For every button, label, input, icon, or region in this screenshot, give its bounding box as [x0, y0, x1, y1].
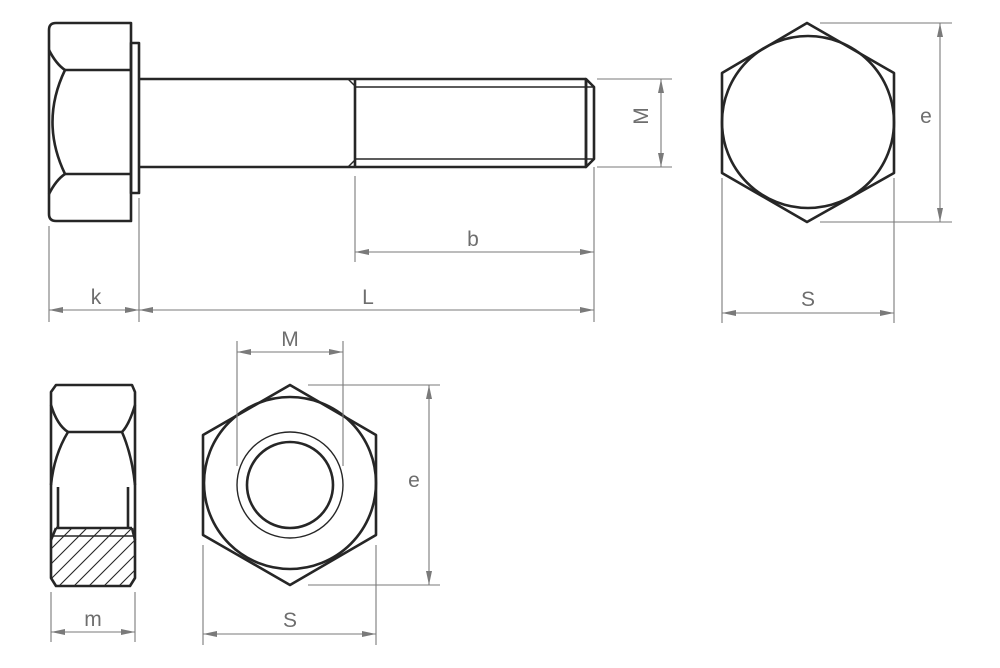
arrowhead	[237, 349, 251, 355]
thread-minor-lines	[355, 86, 594, 160]
arrowhead	[139, 307, 153, 313]
bolt-head-outline	[47, 21, 133, 223]
arrowhead	[125, 307, 139, 313]
nut-center-arc-right	[120, 431, 137, 486]
label-M-nut: M	[281, 328, 299, 351]
nut-section-chamfer	[49, 527, 137, 541]
extension-line	[50, 592, 136, 642]
label-e-bolt: e	[920, 105, 932, 128]
bolt-shank	[139, 77, 355, 169]
arrowhead	[880, 310, 894, 316]
thread-major-lines	[355, 77, 586, 169]
nut-chamfer-arc-left	[49, 404, 69, 434]
nut-chamfer-circle	[202, 395, 378, 571]
nut-bore-circle	[245, 440, 335, 530]
arrowhead	[722, 310, 736, 316]
nut-center-arc-left	[49, 431, 70, 486]
nut-section-hatch	[51, 528, 135, 586]
arrowhead	[658, 79, 664, 93]
bolt-washer-face	[129, 41, 141, 195]
label-M-bolt: M	[630, 107, 653, 125]
label-S-nut: S	[283, 609, 297, 632]
label-e-nut: e	[408, 469, 420, 492]
arrowhead	[355, 249, 369, 255]
bolt-head-chamfer-arc-bottom	[47, 172, 66, 195]
arrowhead	[580, 307, 594, 313]
arrowhead	[580, 249, 594, 255]
bolt-side-view	[47, 21, 596, 223]
bolt-head-dimensions: e S	[721, 22, 952, 323]
arrowhead	[203, 631, 217, 637]
bolt-head-chamfer-arc-top	[47, 49, 66, 72]
extension-line	[721, 22, 952, 323]
arrowhead	[937, 23, 943, 37]
thread-start-tick-top	[347, 78, 356, 87]
bolt-head-center-arc	[51, 69, 67, 175]
arrowhead	[121, 629, 135, 635]
label-b: b	[467, 228, 479, 251]
nut-side-view	[49, 383, 137, 588]
arrowhead	[658, 153, 664, 167]
bolt-head-top-view	[720, 21, 896, 224]
bolt-dimensions: k L b M	[48, 78, 672, 322]
nut-chamfer-arc-right	[121, 404, 137, 433]
nut-side-dimensions: m	[50, 592, 136, 642]
extension-line	[597, 78, 672, 168]
arrowhead	[426, 385, 432, 399]
arrowhead	[426, 571, 432, 585]
arrowhead	[937, 208, 943, 222]
nut-top-view	[201, 383, 378, 587]
nut-side-outline	[49, 383, 137, 588]
arrowhead	[51, 629, 65, 635]
label-k: k	[91, 286, 102, 309]
arrowhead	[49, 307, 63, 313]
arrowhead	[329, 349, 343, 355]
bolt-head-hexagon	[720, 21, 896, 224]
thread-start-tick-bottom	[347, 159, 356, 168]
extension-line	[236, 341, 344, 466]
extension-line	[48, 167, 595, 322]
label-m: m	[84, 608, 102, 631]
nut-top-dimensions: M e S	[202, 328, 440, 645]
extension-line	[202, 545, 377, 645]
nut-hexagon	[201, 383, 378, 587]
nut-bore-lines	[56, 487, 130, 528]
extension-line	[308, 384, 440, 586]
arrowhead	[362, 631, 376, 637]
bolt-head-chamfer-circle	[720, 34, 896, 210]
label-S-bolt: S	[801, 288, 815, 311]
nut-thread-major-circle	[236, 431, 344, 539]
label-L: L	[362, 286, 374, 309]
